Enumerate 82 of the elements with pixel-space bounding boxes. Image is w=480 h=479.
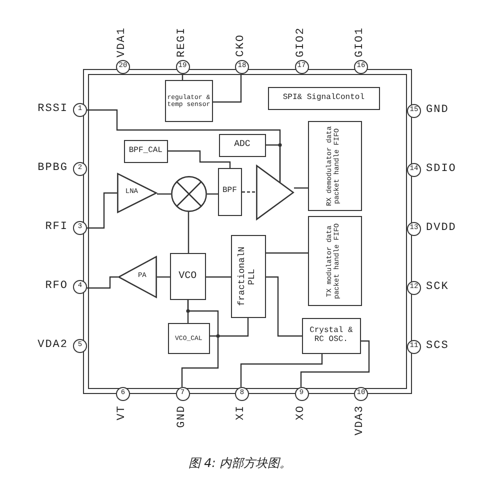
block-label: VCO: [178, 270, 197, 282]
filter-block: [218, 168, 242, 216]
pin-label: VDA2: [38, 339, 68, 351]
connector-line: [210, 318, 249, 337]
pin-circle: [235, 387, 249, 401]
block-label: fractionalN PLL: [238, 245, 258, 308]
connector-line: [242, 191, 256, 193]
connector-line: [182, 74, 184, 80]
pin-circle: [407, 340, 421, 354]
pin-label: CKO: [235, 34, 247, 57]
pin-label: XI: [235, 405, 247, 420]
pin-label: SDIO: [426, 163, 456, 175]
connector-line: [87, 276, 118, 289]
receiver-block: [308, 120, 362, 211]
pin-circle: [407, 281, 421, 295]
connector-line: [157, 193, 171, 195]
pin-circle: [73, 339, 87, 353]
pin-label: GIO1: [354, 26, 366, 57]
transmitter-block: [308, 216, 362, 306]
pin-circle: [294, 387, 308, 401]
pin-label: SCS: [426, 340, 449, 352]
adc-block: [218, 134, 266, 157]
pin-label: GND: [426, 104, 449, 116]
connector-line: [157, 276, 170, 278]
block-label: BPF_CAL: [128, 146, 162, 156]
vco-block: [170, 252, 206, 300]
pin-circle: [354, 60, 368, 74]
connector-line: [213, 74, 242, 103]
pin-circle: [176, 387, 190, 401]
amplifier-triangle: [116, 172, 157, 213]
pin-circle: [73, 103, 87, 117]
pin-label: RFI: [45, 221, 68, 233]
pin-circle: [73, 221, 87, 235]
pin-circle: [407, 104, 421, 118]
control-block: [268, 86, 380, 110]
amplifier-triangle: [256, 164, 294, 220]
connector-line: [206, 276, 231, 278]
pin-label: VDA1: [116, 26, 128, 57]
block-label: ADC: [234, 140, 250, 150]
connector-line: [266, 276, 302, 337]
calibration-block: [124, 140, 168, 163]
pin-circle: [116, 60, 130, 74]
pin-label: REGI: [176, 26, 188, 57]
block-label: SPI& SignalContol: [282, 94, 364, 103]
pin-circle: [294, 60, 308, 74]
connector-line: [181, 300, 219, 387]
connector-line: [168, 150, 231, 168]
pin-circle: [407, 222, 421, 236]
mixer-symbol: [170, 176, 207, 212]
pin-label: RFO: [45, 280, 68, 292]
block-label: BPF: [222, 187, 237, 196]
regulator-block: [164, 80, 213, 122]
connector-line: [266, 144, 281, 182]
pin-label: DVDD: [426, 222, 456, 234]
pll-block: [230, 234, 266, 318]
connector-line: [188, 212, 190, 253]
pin-label: SCK: [426, 281, 449, 293]
connector-line: [266, 252, 308, 254]
pin-circle: [116, 387, 130, 401]
pin-circle: [73, 280, 87, 294]
pin-circle: [407, 163, 421, 177]
pin-circle: [176, 60, 190, 74]
pin-label: VT: [116, 405, 128, 420]
figure-caption: 图 4: 内部方块图。: [187, 455, 293, 472]
connector-line: [207, 193, 218, 195]
pin-label: XO: [294, 405, 306, 420]
pin-label: GND: [176, 405, 188, 428]
pin-circle: [73, 162, 87, 176]
connector-line: [87, 192, 117, 229]
pin-label: VDA3: [354, 405, 366, 436]
pin-label: RSSI: [38, 103, 68, 115]
block-label: Crystal & RC OSC.: [308, 326, 354, 344]
calibration-block: [168, 322, 210, 354]
amplifier-triangle: [118, 256, 157, 298]
pin-label: BPBG: [38, 162, 68, 174]
connector-line: [240, 354, 323, 387]
connector-line: [294, 187, 308, 189]
oscillator-block: [302, 318, 361, 354]
connector-line: [300, 340, 370, 387]
pin-label: GIO2: [294, 26, 306, 57]
pin-circle: [235, 60, 249, 74]
pin-circle: [354, 387, 368, 401]
